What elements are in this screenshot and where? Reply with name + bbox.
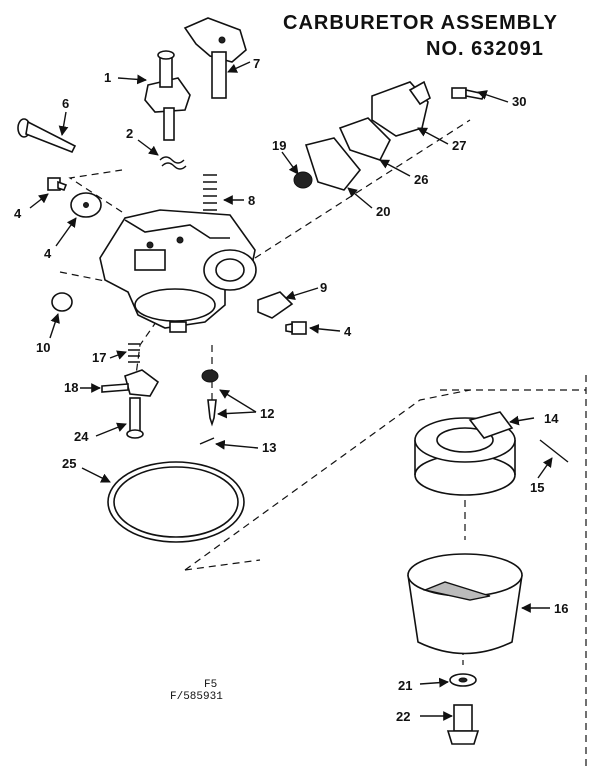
callout-22: 22 — [396, 709, 410, 724]
part-washer-and-bolt — [446, 673, 480, 745]
part-fuel-pump-assembly — [293, 80, 486, 191]
part-carburetor-body — [99, 209, 257, 333]
callout-10: 10 — [36, 340, 50, 355]
part-throttle-shaft — [144, 50, 191, 141]
callout-4b: 4 — [344, 324, 352, 339]
callout-18: 18 — [64, 380, 78, 395]
callout-15: 15 — [530, 480, 544, 495]
callout-6: 6 — [62, 96, 69, 111]
callout-24: 24 — [74, 429, 89, 444]
diagram-title: CARBURETOR ASSEMBLY — [283, 12, 558, 34]
part-choke-shaft — [183, 17, 247, 99]
callout-9: 9 — [320, 280, 327, 295]
drawing-number: F/585931 — [170, 691, 223, 703]
callout-16: 16 — [554, 601, 568, 616]
callout-leaders — [29, 61, 553, 721]
part-plug-and-screw — [257, 291, 307, 335]
callout-2: 2 — [126, 126, 133, 141]
part-bowl-gasket — [107, 461, 245, 543]
part-welch-plug — [51, 292, 73, 312]
callout-20: 20 — [376, 204, 390, 219]
callout-14: 14 — [544, 411, 559, 426]
part-float — [414, 411, 569, 496]
callout-27: 27 — [452, 138, 466, 153]
figure-code: F5 — [204, 679, 218, 691]
callout-3: 4 — [44, 246, 52, 261]
callout-7: 7 — [253, 56, 260, 71]
callout-8: 8 — [248, 193, 255, 208]
part-idle-screw-assembly — [101, 343, 160, 439]
part-screw-and-plate — [47, 177, 102, 218]
part-springs — [159, 156, 217, 211]
callout-12: 12 — [260, 406, 274, 421]
callout-30: 30 — [512, 94, 526, 109]
part-inlet-needle-seat — [199, 369, 219, 445]
callout-21: 21 — [398, 678, 412, 693]
callout-26: 26 — [414, 172, 428, 187]
callout-1: 1 — [104, 70, 111, 85]
callout-numbers: 1 2 4 4 4 6 7 8 9 10 12 13 14 15 16 17 1… — [14, 56, 568, 724]
callout-17: 17 — [92, 350, 106, 365]
callout-19: 19 — [272, 138, 286, 153]
assembly-number: NO. 632091 — [426, 38, 544, 60]
callout-4: 4 — [14, 206, 22, 221]
part-float-bowl — [407, 553, 523, 655]
callout-13: 13 — [262, 440, 276, 455]
callout-25: 25 — [62, 456, 76, 471]
part-adjusting-screw — [17, 118, 77, 154]
